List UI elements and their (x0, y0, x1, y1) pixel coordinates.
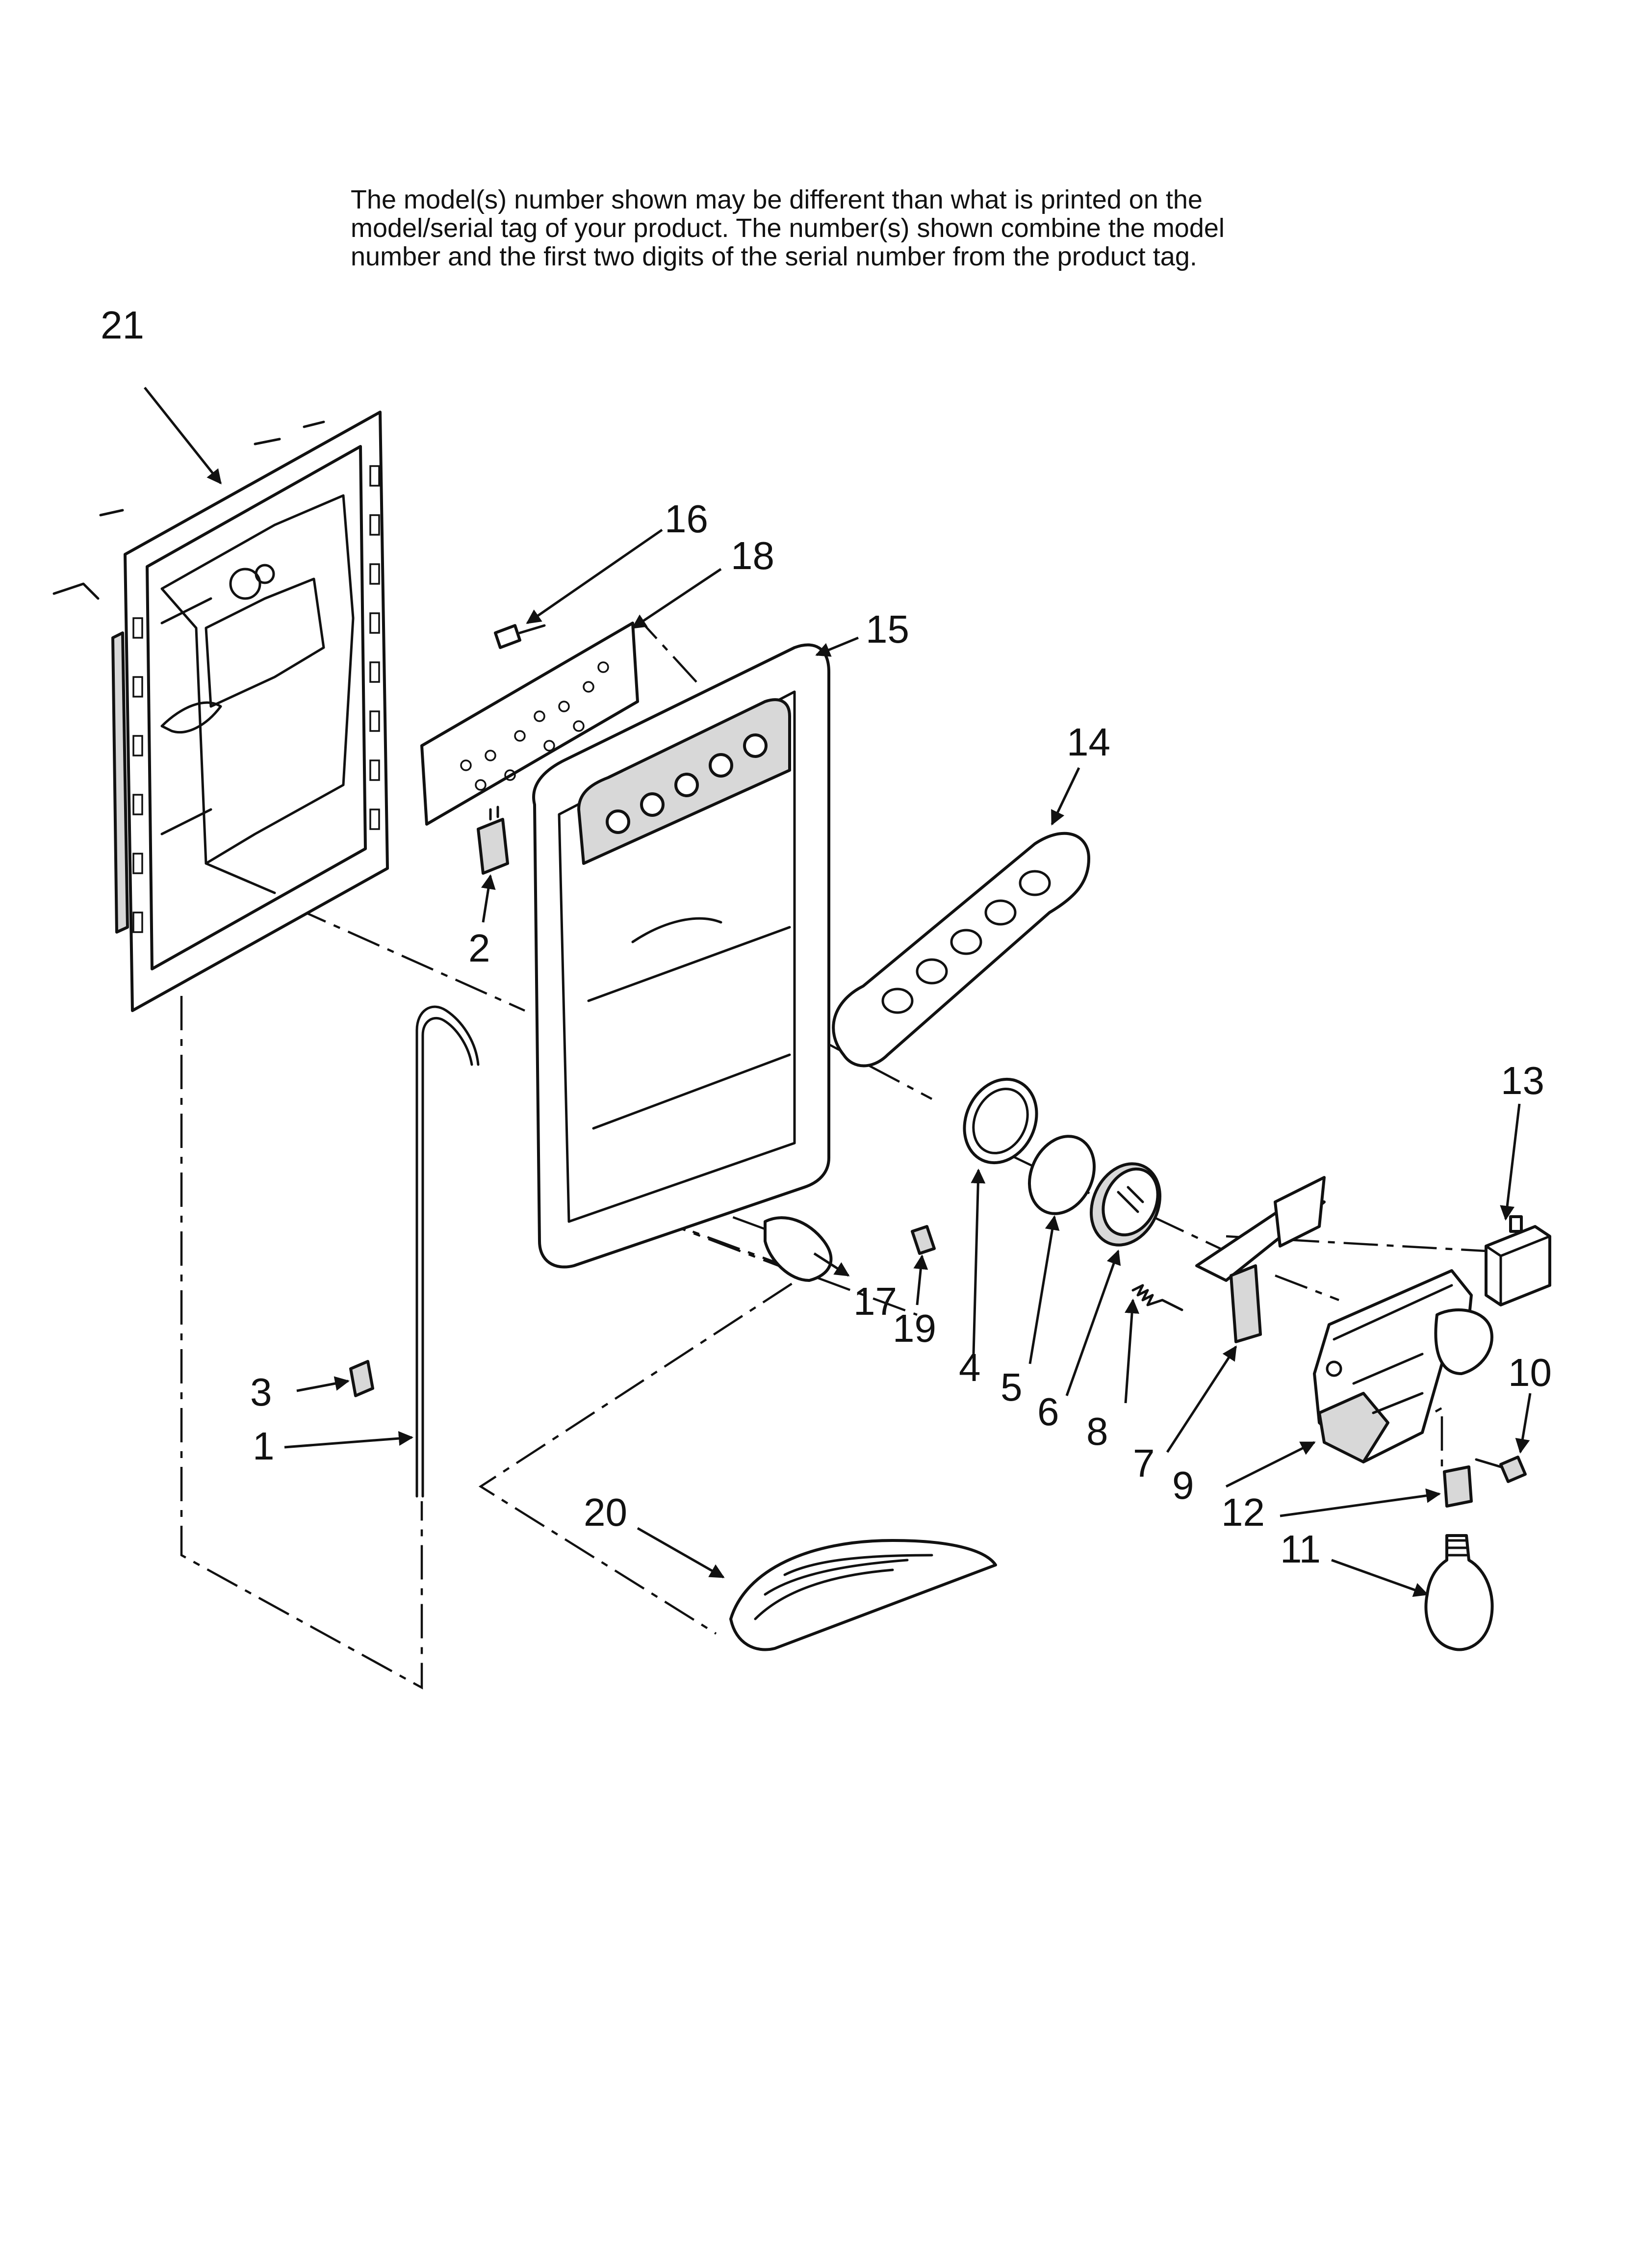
callout-17: 17 (853, 1279, 897, 1323)
model-number-note: The model(s) number shown may be differe… (351, 185, 1225, 271)
part-14-button-overlay (832, 832, 1090, 1068)
part-18-control-board (420, 622, 639, 826)
part-6-paddle (1090, 1162, 1161, 1247)
callout-numbers: 21 16 18 15 14 2 13 17 19 4 5 6 8 7 9 10… (101, 303, 1552, 1571)
callout-9: 9 (1172, 1463, 1194, 1507)
callout-6: 6 (1037, 1390, 1059, 1434)
callout-7: 7 (1133, 1441, 1155, 1485)
part-17-cap (764, 1216, 833, 1282)
part-16-screw (494, 624, 546, 649)
part-10-screw (1475, 1456, 1527, 1483)
part-9-ice-chute (1313, 1269, 1493, 1463)
part-7-door-arm (1195, 1176, 1326, 1343)
part-8-spring (1131, 1284, 1183, 1311)
callout-leaders (144, 387, 1532, 1597)
callout-4: 4 (959, 1346, 981, 1389)
callout-21: 21 (101, 303, 144, 347)
callout-1: 1 (253, 1424, 275, 1468)
callout-2: 2 (468, 926, 490, 970)
part-11-bulb (1424, 1534, 1494, 1651)
callout-10: 10 (1508, 1351, 1552, 1394)
callout-16: 16 (665, 497, 708, 541)
callout-15: 15 (866, 607, 909, 651)
callout-11: 11 (1280, 1527, 1321, 1571)
part-15-dispenser-facade (532, 643, 830, 1269)
part-2-switch (477, 806, 509, 875)
callout-19: 19 (893, 1306, 936, 1350)
part-12-bulb-socket (1443, 1465, 1473, 1508)
part-4-paddle-ring (963, 1077, 1038, 1165)
callout-12: 12 (1221, 1490, 1265, 1534)
part-1-water-tube (415, 1005, 480, 1498)
part-5-paddle-lens (1027, 1135, 1096, 1215)
callout-13: 13 (1501, 1059, 1544, 1102)
callout-5: 5 (1001, 1365, 1023, 1409)
part-21-housing-frame (52, 411, 389, 1012)
callout-3: 3 (250, 1370, 272, 1414)
callout-18: 18 (731, 534, 774, 577)
callout-20: 20 (584, 1490, 627, 1534)
callout-14: 14 (1067, 720, 1110, 764)
part-20-drip-tray (729, 1539, 997, 1651)
part-19-screw (911, 1225, 936, 1255)
callout-8: 8 (1086, 1409, 1108, 1453)
part-13-solenoid (1485, 1215, 1551, 1306)
part-3-tube-clip (349, 1360, 374, 1397)
